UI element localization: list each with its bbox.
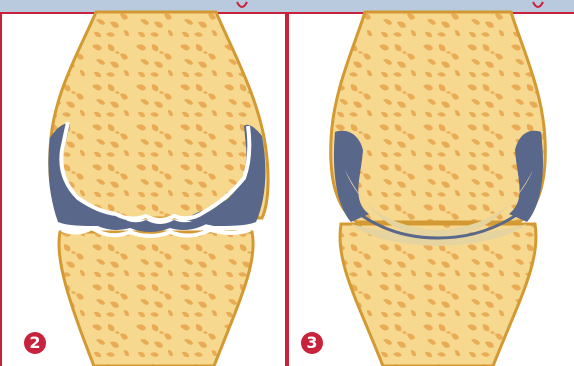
panel-stage-2: 2 [0,0,287,366]
panel-stage-3: 3 [287,0,574,366]
upper-bone-shape [331,12,546,222]
damaged-joint-illustration [0,0,287,366]
healthy-joint-illustration [287,0,574,366]
lower-bone-shape [59,232,253,366]
stage-number-badge: 3 [301,332,323,354]
stage-number-badge: 2 [24,332,46,354]
